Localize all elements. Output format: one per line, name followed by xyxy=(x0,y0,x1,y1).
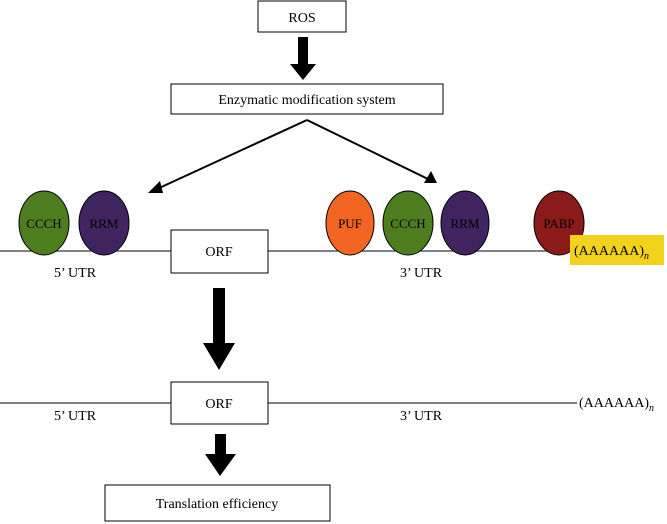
mrna-top: CCCH RRM ORF PUF CCCH RRM PABP xyxy=(0,190,664,281)
polya-top-label: (AAAAAA)n xyxy=(574,244,649,262)
polya-bottom-label: (AAAAAA)n xyxy=(579,396,654,414)
arrow-ros-to-enzymatic xyxy=(290,37,316,80)
utr5-bottom-label: 5’ UTR xyxy=(54,409,97,424)
translation-label: Translation efficiency xyxy=(156,497,278,512)
enzymatic-label: Enzymatic modification system xyxy=(218,93,395,108)
polya-bottom: (AAAAAA)n xyxy=(579,396,654,414)
protein-label: RRM xyxy=(451,216,480,231)
orf-bottom-node: ORF xyxy=(170,381,269,425)
mrna-bottom: ORF (AAAAAA)n 5’ UTR 3’ UTR xyxy=(0,381,654,425)
enzymatic-node: Enzymatic modification system xyxy=(170,83,444,115)
orf-bottom-label: ORF xyxy=(205,397,232,412)
protein-rrm-5utr: RRM xyxy=(78,190,130,256)
protein-label: PABP xyxy=(543,216,574,231)
utr3-top-label: 3’ UTR xyxy=(400,266,443,281)
protein-label: CCCH xyxy=(26,216,61,231)
protein-ccch-3utr: CCCH xyxy=(382,190,434,256)
branch-arrows xyxy=(148,119,437,193)
protein-puf-3utr: PUF xyxy=(325,190,375,256)
protein-label: PUF xyxy=(338,216,362,231)
arrow-orf-to-orf xyxy=(203,288,235,370)
ros-label: ROS xyxy=(288,11,315,26)
ros-node: ROS xyxy=(257,0,347,33)
utr5-top-label: 5’ UTR xyxy=(54,266,97,281)
protein-rrm-3utr: RRM xyxy=(440,190,490,256)
utr3-bottom-label: 3’ UTR xyxy=(400,409,443,424)
protein-ccch-5utr: CCCH xyxy=(18,190,70,256)
protein-label: RRM xyxy=(90,216,119,231)
arrow-orf-to-translation xyxy=(205,434,236,476)
orf-top-node: ORF xyxy=(170,229,269,274)
protein-label: CCCH xyxy=(390,216,425,231)
orf-top-label: ORF xyxy=(205,245,232,260)
polya-top: (AAAAAA)n xyxy=(570,235,664,265)
translation-node: Translation efficiency xyxy=(104,484,331,522)
